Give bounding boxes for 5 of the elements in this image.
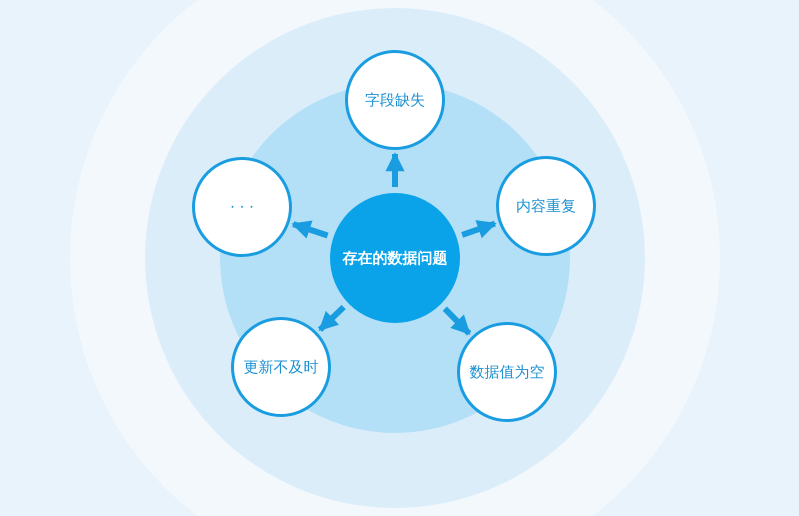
arrow: [385, 152, 405, 187]
arrow: [461, 220, 497, 238]
arrow: [442, 306, 472, 336]
arrow: [291, 220, 329, 239]
arrow: [318, 304, 346, 332]
